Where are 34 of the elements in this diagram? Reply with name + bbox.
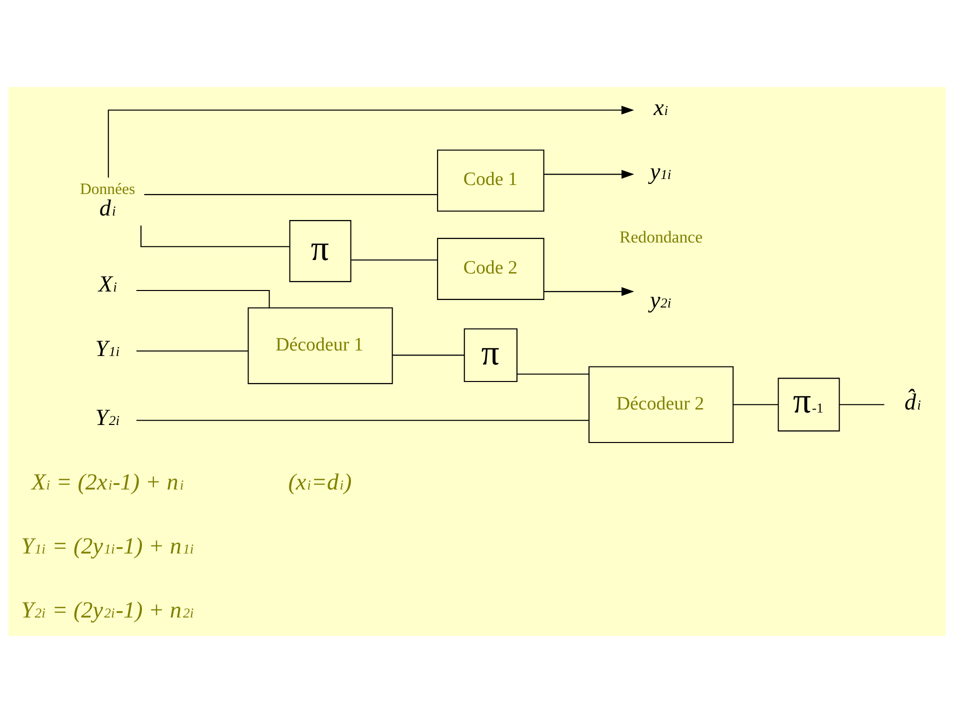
connector <box>517 373 589 374</box>
node-text: Xi <box>98 271 117 298</box>
node-box: π <box>464 328 518 382</box>
node-label: Données <box>80 180 136 198</box>
label: Y1i = (2y1i-1) + n1i <box>21 533 194 560</box>
connector <box>840 404 884 405</box>
node-text: Y1i <box>95 335 120 362</box>
connector <box>136 419 589 420</box>
node-text: y2i <box>650 286 672 313</box>
node-box: π <box>289 220 352 282</box>
node-text: xi <box>654 94 668 120</box>
node-box: Code 1 <box>437 149 544 212</box>
arrow <box>544 169 634 178</box>
node-text: Y2i <box>95 404 120 431</box>
node-box: Décodeur 1 <box>248 306 393 384</box>
node-box: π-1 <box>778 377 840 431</box>
connector <box>733 404 778 405</box>
connector <box>136 289 270 308</box>
label: Redondance <box>620 226 703 246</box>
label: Xi = (2xi-1) + ni <box>32 468 184 495</box>
node-box: Code 2 <box>437 237 544 300</box>
label: (xi=di) <box>288 468 352 495</box>
node-text: d̂i <box>904 388 921 415</box>
arrow <box>544 286 634 296</box>
connector <box>136 350 248 351</box>
connector <box>351 258 438 260</box>
node-text: di <box>99 194 116 221</box>
connector <box>392 354 464 356</box>
arrow <box>108 105 634 178</box>
connector <box>144 194 438 195</box>
connector <box>140 224 290 247</box>
node-text: y1i <box>650 158 672 185</box>
label: Y2i = (2y2i-1) + n2i <box>21 597 194 624</box>
node-box: Décodeur 2 <box>588 366 734 442</box>
